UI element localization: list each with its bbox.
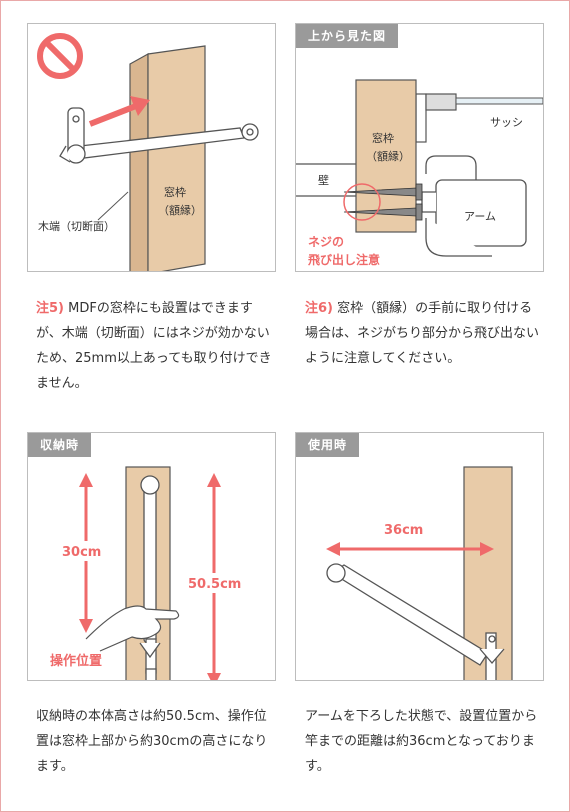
arm-illustration	[326, 563, 505, 680]
frame-label: 窓枠	[372, 131, 394, 145]
arm-illustration	[139, 475, 161, 680]
sash-label: サッシ	[490, 116, 523, 129]
dimension-30cm: 30cm	[62, 545, 101, 560]
dimension-arrow-icon	[326, 542, 494, 556]
arrow-icon	[88, 96, 150, 127]
arm-bracket	[421, 155, 527, 257]
in-use-illustration: 36cm	[326, 466, 513, 680]
note-label: 注5)	[36, 301, 64, 316]
panel-mdf-frame: 木端（切断面） 窓枠 （額縁）	[27, 23, 276, 272]
operate-position-label: 操作位置	[50, 653, 102, 669]
frame-label: 窓枠	[164, 185, 186, 199]
caption-text: 収納時の本体高さは約50.5cm、操作位置は窓枠上部から約30cmの高さになりま…	[36, 709, 268, 774]
caption-note-5: 注5) MDFの窓枠にも設置はできますが、木端（切断面）にはネジが効かないため、…	[36, 296, 272, 396]
caption-in-use: アームを下ろした状態で、設置位置から竿までの距離は約36cmとなっております。	[305, 704, 545, 779]
arm-label: アーム	[464, 210, 496, 223]
panel-in-use: 36cm 使用時	[295, 432, 544, 681]
warning-line-1: ネジの	[308, 235, 344, 249]
caption-text: アームを下ろした状態で、設置位置から竿までの距離は約36cmとなっております。	[305, 709, 538, 774]
panel-tag: 使用時	[296, 433, 360, 457]
mdf-frame-illustration: 木端（切断面） 窓枠 （額縁）	[37, 33, 259, 271]
panel-tag: 上から見た図	[296, 24, 399, 48]
hand-icon	[85, 605, 180, 652]
note-text: 窓枠（額縁）の手前に取り付ける場合は、ネジがちり部分から飛び出ないように注意して…	[305, 301, 540, 366]
panel-tag: 収納時	[28, 433, 92, 457]
prohibited-icon	[37, 33, 83, 79]
wall-label: 壁	[318, 173, 329, 187]
top-view-illustration: 窓枠 （額縁） サッシ 壁 アーム ネジの 飛び出し注意	[296, 79, 543, 267]
arm-illustration	[59, 107, 259, 164]
caption-stored: 収納時の本体高さは約50.5cm、操作位置は窓枠上部から約30cmの高さになりま…	[36, 704, 272, 779]
panel-stored: 30cm 50.5cm 操作位置 収納時	[27, 432, 276, 681]
frame-sub-label: （額縁）	[158, 203, 202, 217]
stored-illustration: 30cm 50.5cm 操作位置	[50, 466, 250, 680]
dimension-36cm: 36cm	[384, 523, 423, 538]
dimension-50-5cm: 50.5cm	[188, 577, 241, 592]
screw-icon	[343, 183, 423, 221]
note-label: 注6)	[305, 301, 333, 316]
caption-note-6: 注6) 窓枠（額縁）の手前に取り付ける場合は、ネジがちり部分から飛び出ないように…	[305, 296, 545, 371]
wood-end-label: 木端（切断面）	[38, 219, 115, 233]
warning-line-2: 飛び出し注意	[307, 252, 380, 267]
frame-sub-label: （額縁）	[366, 149, 410, 163]
panel-top-view: 窓枠 （額縁） サッシ 壁 アーム ネジの 飛び出し注意 上から見た図	[295, 23, 544, 272]
note-text: MDFの窓枠にも設置はできますが、木端（切断面）にはネジが効かないため、25mm…	[36, 301, 272, 391]
